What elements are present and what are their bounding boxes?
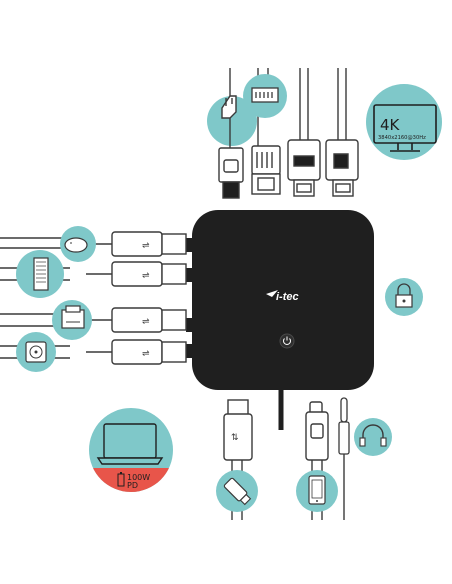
resolution-label: 4K	[380, 116, 401, 134]
audio-jack	[338, 397, 350, 455]
monitor-icon	[373, 104, 437, 152]
svg-text:⇌: ⇌	[142, 349, 150, 359]
hard-drive-icon	[16, 332, 56, 372]
brand-logo: i-tec	[266, 290, 299, 303]
lock-icon	[385, 278, 423, 316]
displayport-connector	[325, 139, 359, 197]
monitor-4k-badge: 4K 3840x2160@30Hz	[366, 84, 442, 160]
keyboard-icon	[16, 250, 64, 298]
power-connector	[218, 147, 244, 199]
usb-connector-bottom: ⇅	[223, 399, 253, 461]
ethernet-icon	[243, 74, 287, 118]
left-cables	[0, 237, 112, 359]
headset-icon	[354, 418, 392, 456]
brand-name: i-tec	[276, 291, 299, 303]
smartphone-icon	[296, 470, 338, 512]
ethernet-connector	[251, 145, 281, 195]
usb-connector-1: ⇌	[111, 231, 187, 257]
svg-text:⇌: ⇌	[142, 271, 150, 281]
laptop-icon	[96, 423, 164, 465]
usbc-connector-bottom	[305, 401, 329, 461]
pd-standard-label: PD	[127, 481, 138, 490]
mouse-icon	[60, 226, 96, 262]
power-button[interactable]	[279, 333, 295, 349]
laptop-pd-badge: 100W PD	[89, 408, 173, 492]
power-plug-icon	[207, 95, 257, 148]
printer-icon	[52, 300, 92, 340]
usb-connector-2: ⇌	[111, 261, 187, 287]
resolution-detail: 3840x2160@30Hz	[378, 135, 426, 141]
svg-text:⇌: ⇌	[142, 241, 150, 251]
svg-text:⇌: ⇌	[142, 317, 150, 327]
battery-icon	[117, 472, 125, 487]
hdmi-connector	[287, 139, 321, 197]
flash-drive-icon	[216, 470, 258, 512]
docking-station: i-tec	[186, 210, 374, 390]
svg-text:⇅: ⇅	[231, 433, 239, 443]
usb-connector-4: ⇌	[111, 339, 187, 365]
power-icon	[283, 336, 291, 345]
pd-power-label: 100W	[127, 473, 150, 482]
usb-connector-3: ⇌	[111, 307, 187, 333]
